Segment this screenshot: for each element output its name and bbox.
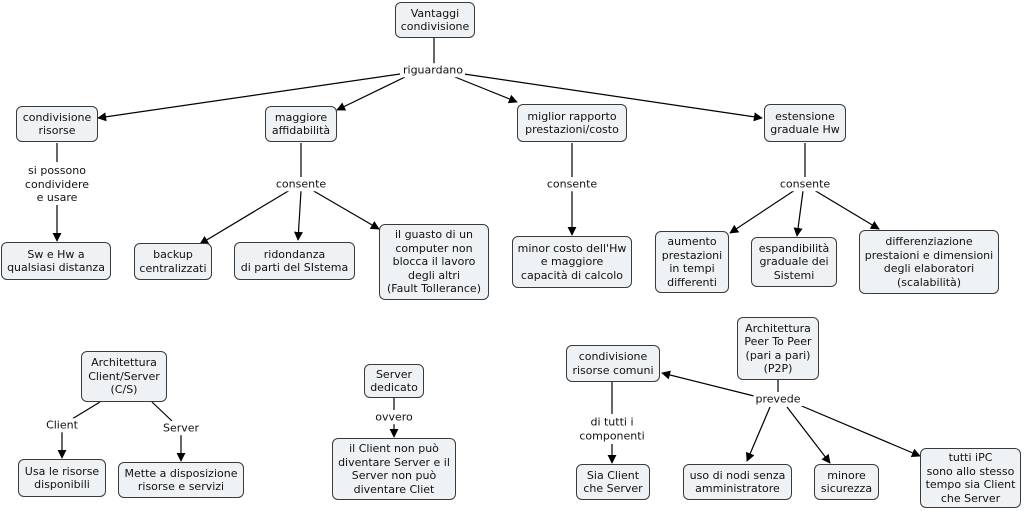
concept-tutti-ipc[interactable]: tutti iPC sono allo stesso tempo sia Cli… xyxy=(920,448,1021,508)
link-si-possono-condividere: si possono condividere e usare xyxy=(22,163,92,205)
concept-client-non-puo[interactable]: il Client non può diventare Server e il … xyxy=(332,438,456,500)
concept-sw-hw-distanza[interactable]: Sw e Hw a qualsiasi distanza xyxy=(1,242,111,280)
link-prevede: prevede xyxy=(753,392,803,406)
link-server: Server xyxy=(160,421,202,435)
concept-aumento-prestazioni[interactable]: aumento prestazioni in tempi differenti xyxy=(655,231,729,293)
concept-ridondanza[interactable]: ridondanza di parti del SIstema xyxy=(234,242,355,280)
concept-espandibilita[interactable]: espandibilità graduale dei Sistemi xyxy=(751,237,837,287)
concept-server-dedicato[interactable]: Server dedicato xyxy=(364,364,424,398)
concept-nodi-senza-amministratore[interactable]: uso di nodi senza amministratore xyxy=(683,464,792,500)
link-di-tutti-i-componenti: di tutti i componenti xyxy=(577,415,647,443)
concept-sia-client-che-server[interactable]: Sia Client che Server xyxy=(576,464,650,500)
concept-usa-risorse[interactable]: Usa le risorse disponibili xyxy=(18,459,106,497)
concept-minor-costo[interactable]: minor costo dell'Hw e maggiore capacità … xyxy=(512,236,632,288)
link-riguardano: riguardano xyxy=(400,63,466,77)
concept-architettura-p2p[interactable]: Architettura Peer To Peer (pari a pari) … xyxy=(737,317,819,380)
link-consente-estensione: consente xyxy=(777,177,833,191)
concept-estensione-graduale[interactable]: estensione graduale Hw xyxy=(764,104,846,142)
concept-vantaggi-condivisione[interactable]: Vantaggi condivisione xyxy=(395,2,475,38)
link-consente-rapporto: consente xyxy=(544,177,600,191)
link-ovvero: ovvero xyxy=(373,410,415,424)
concept-mette-a-disposizione[interactable]: Mette a disposizione risorse e servizi xyxy=(118,462,244,498)
concept-maggiore-affidabilita[interactable]: maggiore affidabilità xyxy=(265,106,337,142)
concept-condivisione-risorse[interactable]: condivisione risorse xyxy=(16,106,98,142)
link-consente-affidabilita: consente xyxy=(273,177,329,191)
concept-condivisione-risorse-comuni[interactable]: condivisione risorse comuni xyxy=(566,345,660,382)
concept-guasto-computer[interactable]: il guasto di un computer non blocca il l… xyxy=(379,224,489,300)
concept-minore-sicurezza[interactable]: minore sicurezza xyxy=(814,464,879,500)
concept-backup-centralizzati[interactable]: backup centralizzati xyxy=(134,243,212,280)
concept-architettura-client-server[interactable]: Architettura Client/Server (C/S) xyxy=(81,351,167,402)
link-client: Client xyxy=(44,418,80,432)
concept-miglior-rapporto[interactable]: miglior rapporto prestazioni/costo xyxy=(517,104,627,142)
concept-differenziazione[interactable]: differenziazione prestaioni e dimensioni… xyxy=(859,230,999,294)
